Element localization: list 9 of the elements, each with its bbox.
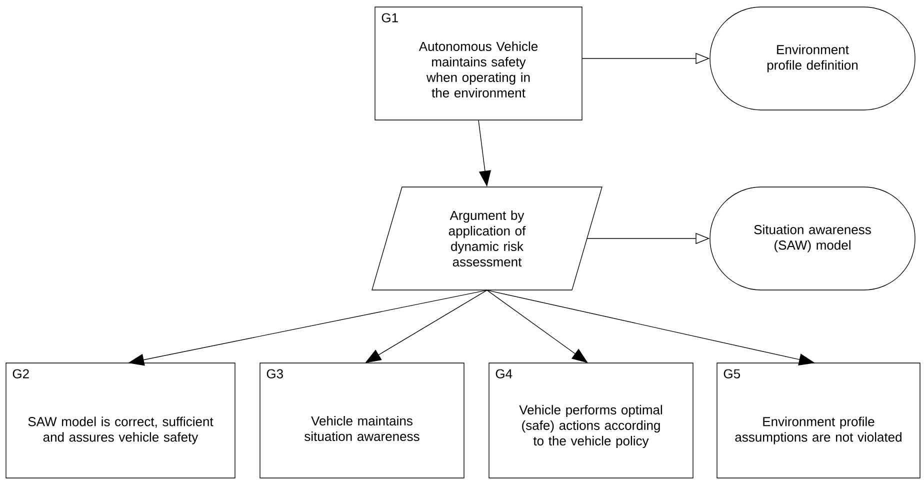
goal-box: G1 Autonomous Vehicle maintains safety when operating in the environment xyxy=(374,6,582,120)
context-box: Situation awareness (SAW) model xyxy=(710,186,916,290)
goal-box: G5 Environment profile assumptions are not violated xyxy=(716,362,920,478)
context-box: Environment profile definition xyxy=(710,6,916,110)
goal-box: G3 Vehicle maintains situation awareness xyxy=(260,362,464,478)
goal-box: G4 Vehicle performs optimal (safe) actions according to the vehicle policy xyxy=(488,362,694,478)
goal-box: G2 SAW model is correct, sufficient and assures vehicle safety xyxy=(6,362,236,478)
strategy-parallelogram: Argument by application of dynamic risk assessment xyxy=(372,186,602,290)
arrow xyxy=(486,290,588,363)
